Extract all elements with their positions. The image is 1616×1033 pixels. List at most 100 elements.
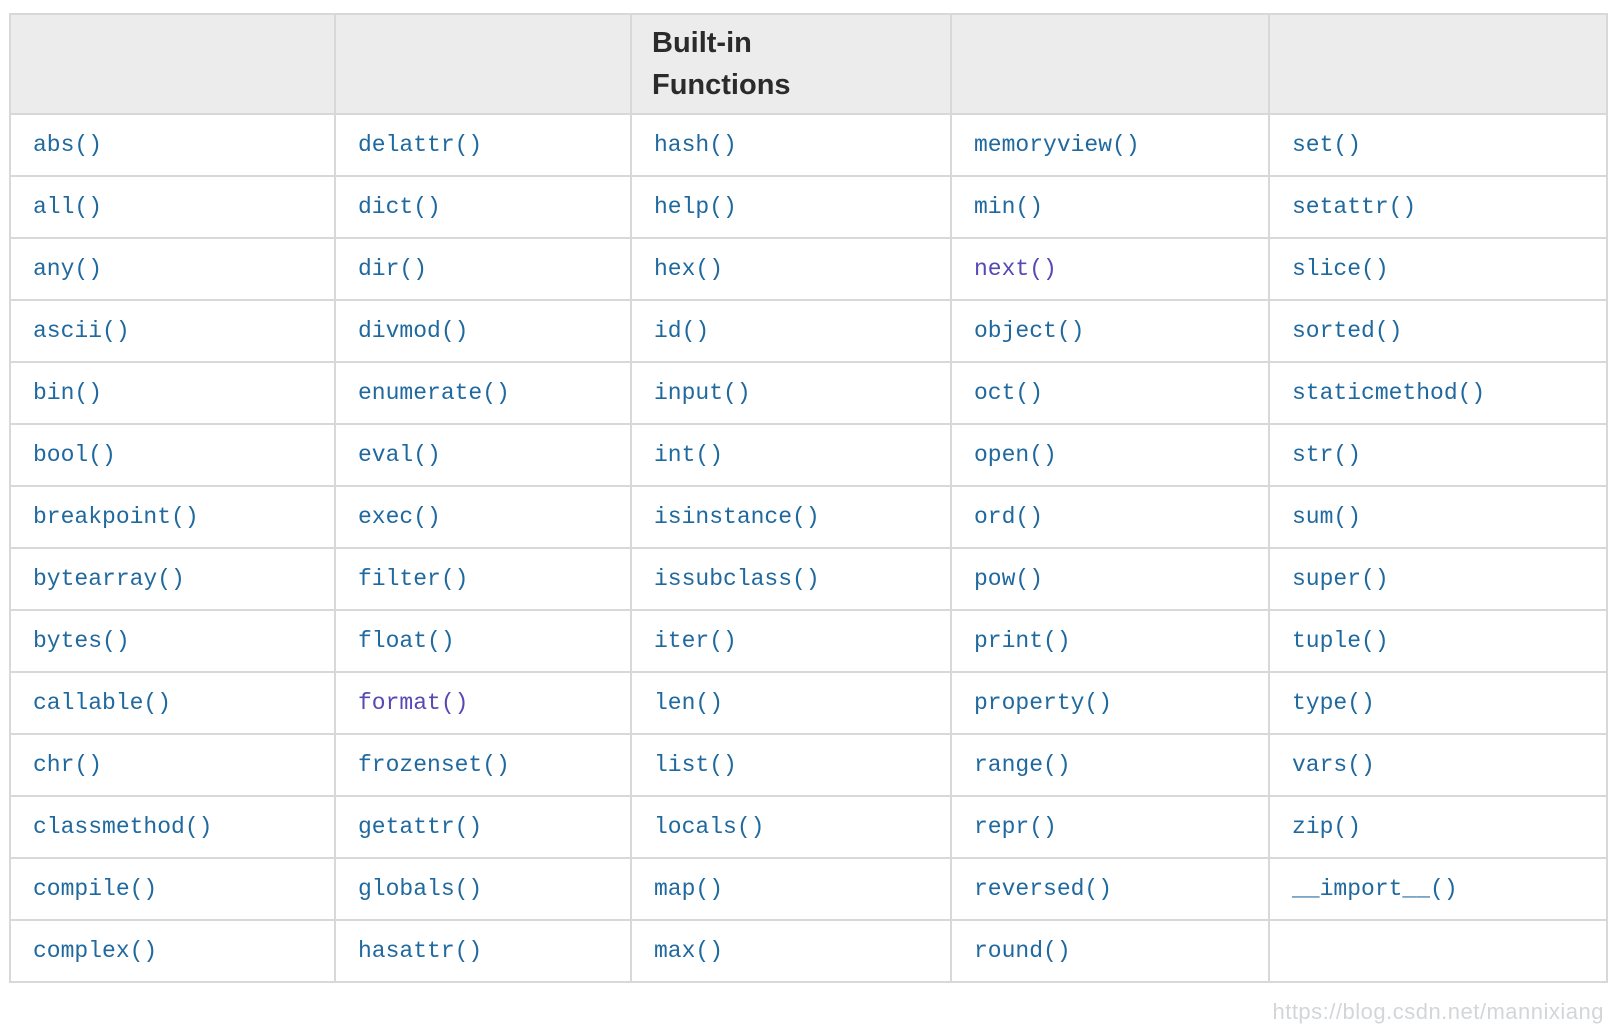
table-header-cell [9,13,336,115]
table-cell: breakpoint() [9,485,336,549]
function-link[interactable]: type() [1292,690,1375,716]
table-row: breakpoint() exec() isinstance() ord() sum() [9,485,1608,549]
function-link[interactable]: divmod() [358,318,469,344]
function-link[interactable]: abs() [33,132,103,158]
function-link[interactable]: min() [974,194,1044,220]
function-link[interactable]: set() [1292,132,1362,158]
function-link[interactable]: staticmethod() [1292,380,1486,406]
function-link[interactable]: oct() [974,380,1044,406]
function-link[interactable]: enumerate() [358,380,510,406]
function-link[interactable]: ord() [974,504,1044,530]
table-cell: exec() [334,485,632,549]
function-link[interactable]: id() [654,318,710,344]
table-row: any() dir() hex() next() slice() [9,237,1608,301]
function-link[interactable]: __import__() [1292,876,1458,902]
function-link[interactable]: classmethod() [33,814,213,840]
function-link[interactable]: breakpoint() [33,504,199,530]
function-link[interactable]: len() [654,690,724,716]
table-row: bytes() float() iter() print() tuple() [9,609,1608,673]
table-cell: format() [334,671,632,735]
table-header-cell [950,13,1270,115]
function-link[interactable]: round() [974,938,1071,964]
function-link[interactable]: compile() [33,876,158,902]
function-link[interactable]: delattr() [358,132,483,158]
function-link[interactable]: next() [974,256,1057,282]
table-row: complex() hasattr() max() round() [9,919,1608,983]
function-link[interactable]: super() [1292,566,1389,592]
table-cell: complex() [9,919,336,983]
function-link[interactable]: float() [358,628,455,654]
function-link[interactable]: getattr() [358,814,483,840]
table-cell: str() [1268,423,1608,487]
function-link[interactable]: sorted() [1292,318,1403,344]
function-link[interactable]: dir() [358,256,428,282]
function-link[interactable]: bool() [33,442,116,468]
function-link[interactable]: print() [974,628,1071,654]
function-link[interactable]: memoryview() [974,132,1140,158]
table-cell: next() [950,237,1270,301]
function-link[interactable]: property() [974,690,1113,716]
function-link[interactable]: bytes() [33,628,130,654]
function-link[interactable]: exec() [358,504,441,530]
function-link[interactable]: map() [654,876,724,902]
table-cell: len() [630,671,952,735]
table-cell: staticmethod() [1268,361,1608,425]
function-link[interactable]: vars() [1292,752,1375,778]
function-link[interactable]: bytearray() [33,566,185,592]
function-link[interactable]: globals() [358,876,483,902]
function-link[interactable]: sum() [1292,504,1362,530]
function-link[interactable]: locals() [654,814,765,840]
function-link[interactable]: hex() [654,256,724,282]
function-link[interactable]: isinstance() [654,504,820,530]
function-link[interactable]: callable() [33,690,172,716]
function-link[interactable]: dict() [358,194,441,220]
function-link[interactable]: hash() [654,132,737,158]
function-link[interactable]: reversed() [974,876,1113,902]
table-cell: compile() [9,857,336,921]
table-cell: property() [950,671,1270,735]
table-row: bin() enumerate() input() oct() staticmethod… [9,361,1608,425]
table-cell: vars() [1268,733,1608,797]
function-link[interactable]: str() [1292,442,1362,468]
function-link[interactable]: hasattr() [358,938,483,964]
function-link[interactable]: open() [974,442,1057,468]
function-link[interactable]: int() [654,442,724,468]
table-cell: sorted() [1268,299,1608,363]
function-link[interactable]: iter() [654,628,737,654]
function-link[interactable]: input() [654,380,751,406]
function-link[interactable]: bin() [33,380,103,406]
function-link[interactable]: format() [358,690,469,716]
function-link[interactable]: object() [974,318,1085,344]
function-link[interactable]: all() [33,194,103,220]
function-link[interactable]: help() [654,194,737,220]
table-cell: map() [630,857,952,921]
function-link[interactable]: pow() [974,566,1044,592]
function-link[interactable]: issubclass() [654,566,820,592]
function-link[interactable]: slice() [1292,256,1389,282]
function-link[interactable]: range() [974,752,1071,778]
table-cell: set() [1268,113,1608,177]
watermark: https://blog.csdn.net/mannixiang [1272,999,1604,1024]
table-cell: open() [950,423,1270,487]
function-link[interactable]: filter() [358,566,469,592]
function-link[interactable]: max() [654,938,724,964]
table-header-cell [1268,13,1608,115]
function-link[interactable]: chr() [33,752,103,778]
function-link[interactable]: any() [33,256,103,282]
function-link[interactable]: eval() [358,442,441,468]
table-cell: slice() [1268,237,1608,301]
table-row: ascii() divmod() id() object() sorted() [9,299,1608,363]
function-link[interactable]: complex() [33,938,158,964]
table-cell: locals() [630,795,952,859]
function-link[interactable]: setattr() [1292,194,1417,220]
function-link[interactable]: tuple() [1292,628,1389,654]
table-cell: type() [1268,671,1608,735]
function-link[interactable]: repr() [974,814,1057,840]
table-cell: ord() [950,485,1270,549]
function-link[interactable]: zip() [1292,814,1362,840]
table-cell: frozenset() [334,733,632,797]
function-link[interactable]: ascii() [33,318,130,344]
function-link[interactable]: frozenset() [358,752,510,778]
function-link[interactable]: list() [654,752,737,778]
functions-table-body: abs() delattr() hash() memoryview() set() all… [9,113,1608,983]
